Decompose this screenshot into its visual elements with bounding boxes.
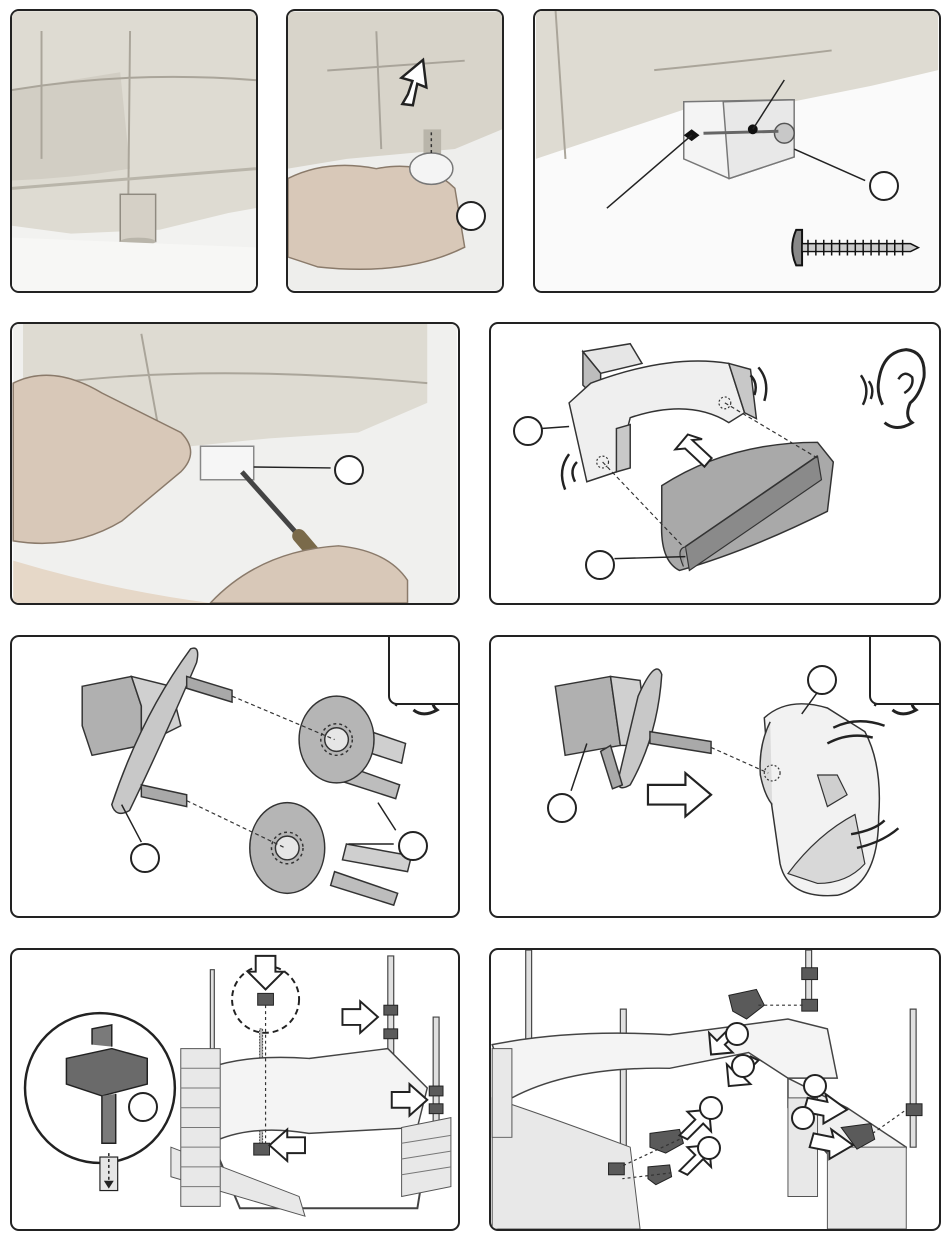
callout-circle (803, 1074, 827, 1098)
clip-attach-diagram (491, 950, 939, 1229)
callout-circle (869, 171, 899, 201)
hand-lift-photo (288, 11, 502, 291)
callout-circle (807, 665, 837, 695)
panel-paddle-wheels (10, 635, 460, 918)
callout-circle (513, 416, 543, 446)
panel-hand-lift (286, 9, 504, 293)
callout-circle (791, 1106, 815, 1130)
callout-circle (334, 455, 364, 485)
panel-screwdriver (10, 322, 460, 605)
panel-peg-insert (10, 948, 460, 1231)
callout-circle (128, 1092, 158, 1122)
callout-circle (699, 1096, 723, 1120)
panel-scoop (489, 635, 941, 918)
callout-circle (731, 1054, 755, 1078)
callout-circle (456, 201, 486, 231)
fin-bracket-diagram (491, 324, 939, 603)
callout-circle (725, 1022, 749, 1046)
panel-bracket-screw (533, 9, 941, 293)
ear-sound-box (869, 635, 941, 705)
panel-fin-bracket (489, 322, 941, 605)
panel-stone-leg (10, 9, 258, 293)
callout-circle (697, 1136, 721, 1160)
peg-insert-diagram (12, 950, 458, 1229)
bracket-screw-photo (535, 11, 939, 291)
screwdriver-photo (12, 324, 458, 603)
callout-circle (547, 793, 577, 823)
callout-circle (585, 550, 615, 580)
ear-sound-box (388, 635, 460, 705)
stone-leg-photo (12, 11, 256, 291)
callout-circle (130, 843, 160, 873)
callout-circle (398, 831, 428, 861)
panel-clip-attach (489, 948, 941, 1231)
